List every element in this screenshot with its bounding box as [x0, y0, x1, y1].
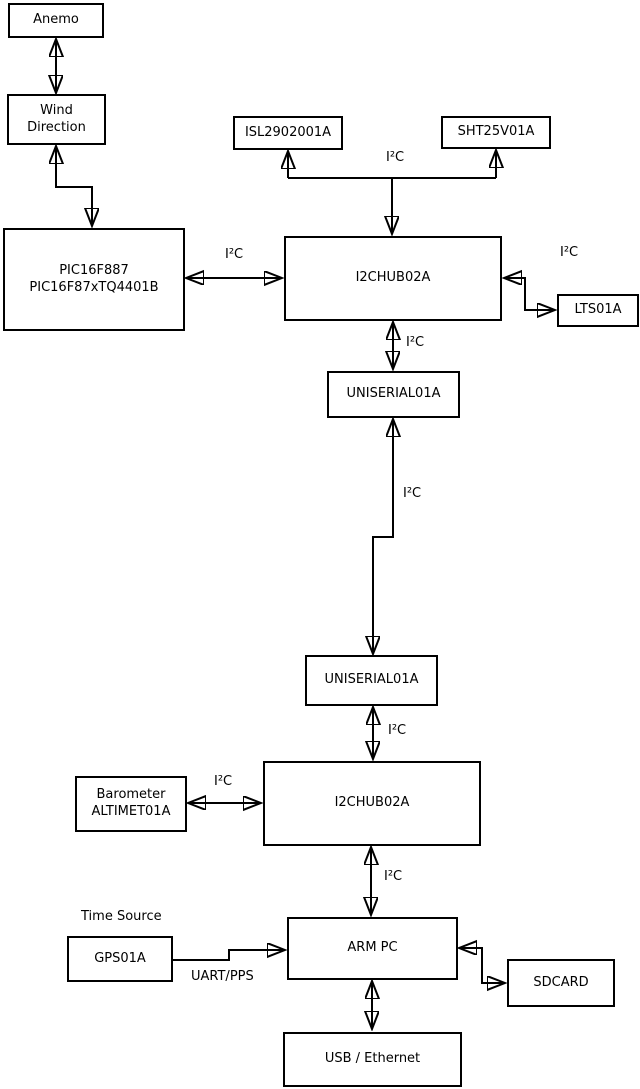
node-usb-ethernet: USB / Ethernet	[283, 1032, 462, 1087]
node-sdcard: SDCARD	[507, 959, 615, 1007]
node-arm-pc: ARM PC	[287, 917, 458, 980]
node-gps01a: GPS01A	[67, 936, 173, 982]
edge-gps-armpc	[173, 950, 283, 961]
label-i2c-sensor-bus: I²C	[386, 150, 405, 165]
node-wind-direction: Wind Direction	[7, 94, 106, 145]
node-i2chub02a-2: I2CHUB02A	[263, 761, 481, 846]
edge-uniserial1-uniserial2	[373, 421, 393, 652]
node-lts01a: LTS01A	[557, 294, 639, 327]
label-i2c-hub1-uniserial1: I²C	[406, 335, 425, 350]
edge-wind-pic	[56, 148, 92, 224]
node-pic-microcontroller: PIC16F887 PIC16F87xTQ4401B	[3, 228, 185, 331]
edge-armpc-sdcard	[461, 948, 503, 983]
label-i2c-uniserial2-hub2: I²C	[388, 723, 407, 738]
label-i2c-hub2-armpc: I²C	[384, 869, 403, 884]
edge-hub1-lts	[506, 278, 553, 310]
label-time-source: Time Source	[81, 909, 162, 924]
node-uniserial01a-2: UNISERIAL01A	[305, 655, 438, 706]
node-anemo: Anemo	[8, 3, 104, 38]
label-i2c-pic-hub1: I²C	[225, 247, 244, 262]
node-uniserial01a-1: UNISERIAL01A	[327, 371, 460, 418]
node-barometer-altimet01a: Barometer ALTIMET01A	[75, 776, 187, 832]
label-i2c-hub1-lts: I²C	[560, 245, 579, 260]
label-i2c-barometer-hub2: I²C	[214, 774, 233, 789]
node-isl2902001a: ISL2902001A	[233, 116, 343, 150]
label-i2c-uniserial-link: I²C	[403, 486, 422, 501]
node-i2chub02a-1: I2CHUB02A	[284, 236, 502, 321]
label-uart-pps: UART/PPS	[191, 969, 254, 984]
node-sht25v01a: SHT25V01A	[441, 116, 551, 149]
